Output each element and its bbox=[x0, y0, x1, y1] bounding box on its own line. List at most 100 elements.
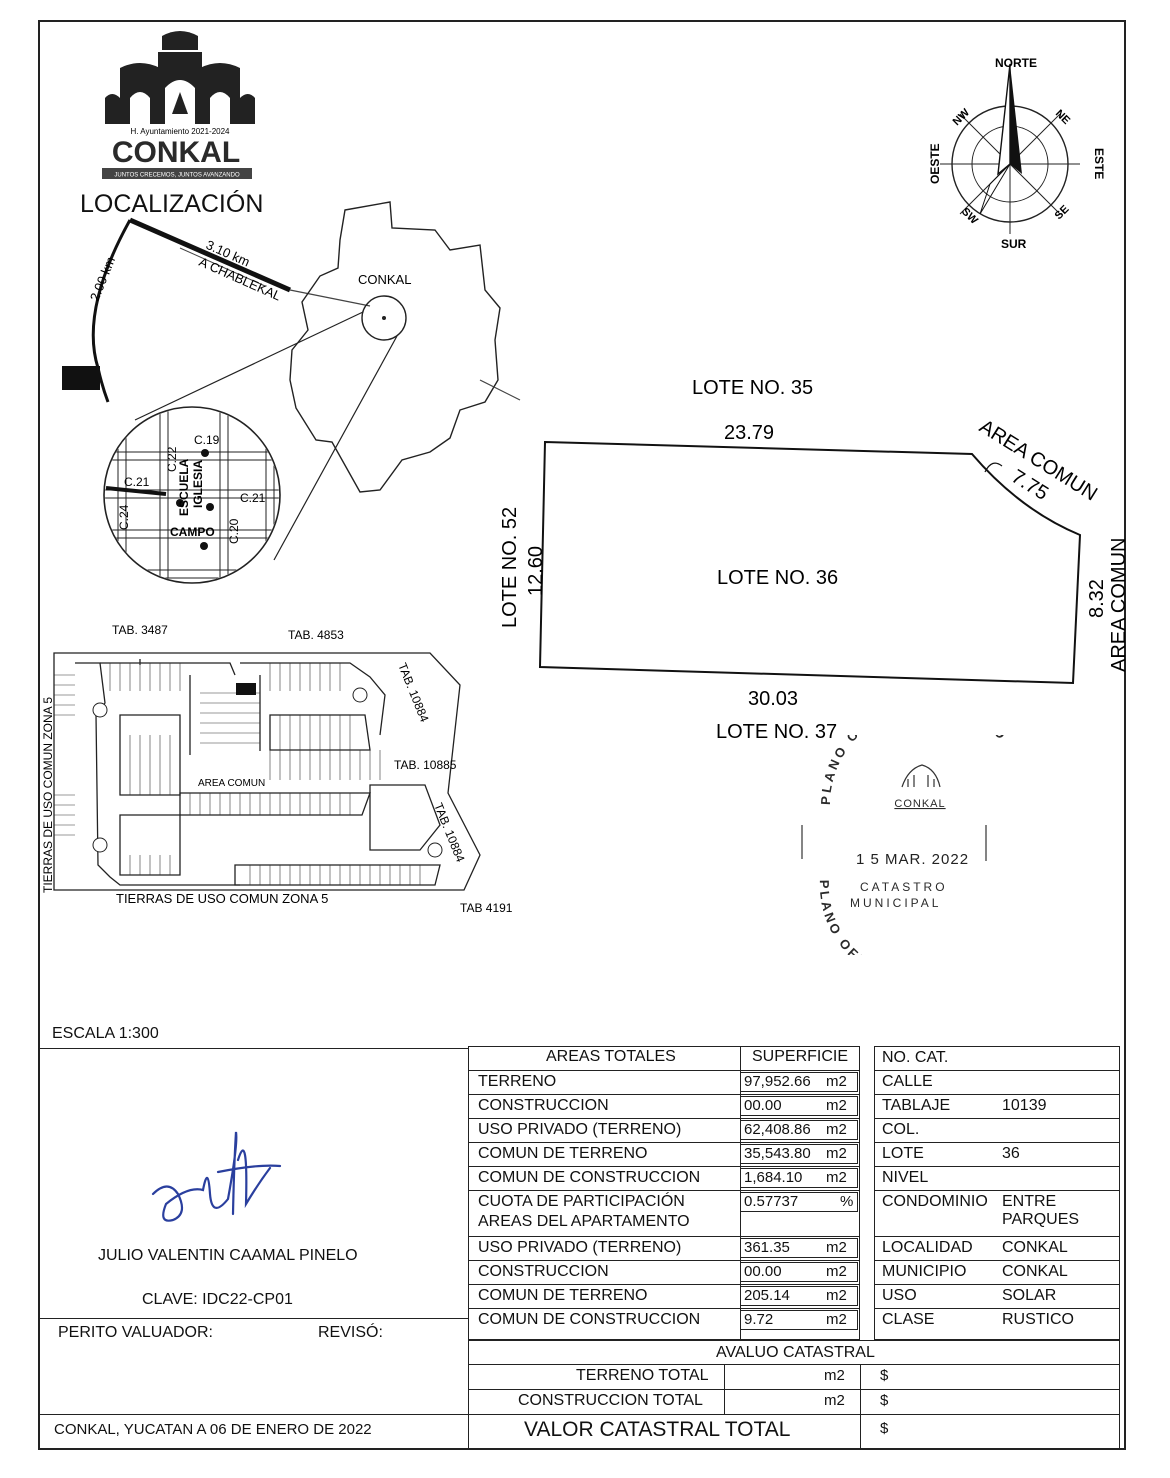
area-row-unit: % bbox=[840, 1193, 854, 1210]
town-label: CONKAL bbox=[358, 272, 411, 287]
area-row-value: 35,543.80 bbox=[744, 1145, 811, 1162]
area-row-label: COMUN DE CONSTRUCCION bbox=[478, 1311, 701, 1328]
conkal-logo: H. Ayuntamiento 2021-2024 CONKAL JUNTOS … bbox=[102, 31, 255, 179]
logo-slogan: JUNTOS CRECEMOS, JUNTOS AVANZANDO bbox=[114, 173, 240, 179]
tab-4191-label: TAB 4191 bbox=[460, 901, 513, 915]
municipal-building-icon bbox=[105, 31, 255, 124]
cadastral-key: LOCALIDAD bbox=[882, 1239, 973, 1256]
valor-catastral-total-label: VALOR CATASTRAL TOTAL bbox=[524, 1418, 791, 1441]
area-row-label: CONSTRUCCION bbox=[478, 1263, 609, 1280]
area-row-label: COMUN DE TERRENO bbox=[478, 1287, 648, 1304]
areas-header-right: SUPERFICIE bbox=[752, 1048, 849, 1065]
compass-south: SUR bbox=[1001, 237, 1027, 251]
stamp-catastro: CATASTRO bbox=[860, 880, 948, 894]
cadastral-key: TABLAJE bbox=[882, 1097, 951, 1114]
cadastral-key: NIVEL bbox=[882, 1169, 929, 1186]
terreno-total-unit: m2 bbox=[824, 1367, 845, 1384]
lot-36-outline bbox=[538, 440, 1082, 685]
street-c22: C.22 bbox=[165, 446, 179, 472]
cadastral-key: CONDOMINIO bbox=[882, 1193, 988, 1210]
street-c19: C.19 bbox=[194, 433, 220, 447]
location-map: 3.10 km A CHABLEKAL 2.00 km CONKAL C.19 bbox=[62, 201, 521, 584]
cadastral-value: 36 bbox=[1002, 1145, 1020, 1162]
cadastral-key: NO. CAT. bbox=[882, 1049, 949, 1066]
cadastral-value: ENTRE bbox=[1002, 1193, 1057, 1210]
cadastral-key: USO bbox=[882, 1287, 917, 1304]
town-center-circle bbox=[361, 295, 407, 341]
ayuntamiento-text: H. Ayuntamiento 2021-2024 bbox=[130, 127, 230, 136]
tab-3487-label: TAB. 3487 bbox=[112, 623, 168, 637]
cadastral-value: CONKAL bbox=[1002, 1239, 1068, 1256]
area-row-label: USO PRIVADO (TERRENO) bbox=[478, 1121, 682, 1138]
area-row-unit: m2 bbox=[826, 1145, 847, 1162]
bottom-zone-label: TIERRAS DE USO COMUN ZONA 5 bbox=[116, 891, 328, 906]
area-row-label: CUOTA DE PARTICIPACIÓN bbox=[478, 1193, 685, 1210]
signer-clave: CLAVE: IDC22-CP01 bbox=[142, 1291, 293, 1308]
area-row-unit: m2 bbox=[826, 1121, 847, 1138]
area-row-value-box bbox=[740, 1144, 858, 1164]
street-c21-right: C.21 bbox=[240, 491, 266, 505]
area-row-unit: m2 bbox=[826, 1073, 847, 1090]
construccion-total-label: CONSTRUCCION TOTAL bbox=[518, 1392, 703, 1409]
dim-left: 12.60 bbox=[525, 546, 547, 596]
area-row-value-box bbox=[740, 1072, 858, 1092]
compass-west: OESTE bbox=[928, 143, 942, 184]
cadastral-value: 10139 bbox=[1002, 1097, 1047, 1114]
area-row-value-box bbox=[740, 1168, 858, 1188]
compass-north: NORTE bbox=[995, 56, 1037, 70]
area-row-value: 9.72 bbox=[744, 1311, 774, 1328]
place-date: CONKAL, YUCATAN A 06 DE ENERO DE 2022 bbox=[54, 1421, 372, 1438]
scale-label: ESCALA 1:300 bbox=[52, 1025, 159, 1042]
area-row-label: CONSTRUCCION bbox=[478, 1097, 609, 1114]
escuela-dot bbox=[201, 449, 209, 457]
compass-east: ESTE bbox=[1092, 148, 1106, 179]
cadastral-key: COL. bbox=[882, 1121, 920, 1138]
cadastral-value: RUSTICO bbox=[1002, 1311, 1074, 1328]
dim-right: 8.32 bbox=[1086, 579, 1108, 618]
reviso-label: REVISÓ: bbox=[318, 1324, 383, 1341]
left-zone-label: TIERRAS DE USO COMUN ZONA 5 bbox=[41, 697, 55, 893]
divider-scale bbox=[38, 1048, 468, 1049]
cadastral-key: LOTE bbox=[882, 1145, 924, 1162]
street-c24: C.24 bbox=[117, 504, 131, 530]
stamp-logo-icon bbox=[901, 764, 941, 788]
logo-name: CONKAL bbox=[112, 136, 240, 169]
lot-36-label: LOTE NO. 36 bbox=[717, 567, 838, 589]
area-row-unit: m2 bbox=[826, 1311, 847, 1328]
area-row-value: 00.00 bbox=[744, 1097, 782, 1114]
condominium-site-plan: TAB. 3487 TAB. 4853 TAB. 10884 TAB. 1088… bbox=[41, 623, 513, 915]
cadastral-value: SOLAR bbox=[1002, 1287, 1057, 1304]
road-to-chablekal bbox=[128, 217, 292, 293]
signature-image bbox=[151, 1131, 282, 1222]
area-row-value: 1,684.10 bbox=[744, 1169, 803, 1186]
campo-dot bbox=[200, 542, 208, 550]
signer-name: JULIO VALENTIN CAAMAL PINELO bbox=[98, 1247, 358, 1264]
distance-b: 2.00 km bbox=[87, 255, 118, 304]
compass-nw: NW bbox=[951, 106, 973, 128]
stamp-date: 1 5 MAR. 2022 bbox=[856, 851, 969, 868]
lot-35-label: LOTE NO. 35 bbox=[692, 377, 813, 399]
area-row-value: 62,408.86 bbox=[744, 1121, 811, 1138]
cadastral-value-2: PARQUES bbox=[1002, 1211, 1080, 1228]
area-row-value: 97,952.66 bbox=[744, 1073, 811, 1090]
area-row-label-2: AREAS DEL APARTAMENTO bbox=[478, 1213, 690, 1230]
cadastral-info-table bbox=[874, 1046, 1120, 1340]
road-2km bbox=[91, 219, 132, 403]
area-comun-right-label: AREA COMUN bbox=[1108, 538, 1130, 672]
tab-4853-label: TAB. 4853 bbox=[288, 628, 344, 642]
cadastral-key: CALLE bbox=[882, 1073, 933, 1090]
dim-bottom: 30.03 bbox=[748, 688, 798, 710]
street-c20: C.20 bbox=[227, 518, 241, 544]
stamp-municipal: MUNICIPAL bbox=[850, 896, 941, 910]
compass-sw: SW bbox=[959, 206, 980, 227]
areas-header-left: AREAS TOTALES bbox=[546, 1048, 676, 1065]
iglesia-label: IGLESIA bbox=[191, 460, 205, 508]
area-row-label: USO PRIVADO (TERRENO) bbox=[478, 1239, 682, 1256]
campo-label: CAMPO bbox=[170, 525, 215, 539]
compass-ne: NE bbox=[1053, 108, 1072, 127]
areas-table bbox=[468, 1046, 860, 1340]
cadastral-key: MUNICIPIO bbox=[882, 1263, 967, 1280]
terreno-total-label: TERRENO TOTAL bbox=[576, 1367, 709, 1384]
area-row-value: 205.14 bbox=[744, 1287, 790, 1304]
